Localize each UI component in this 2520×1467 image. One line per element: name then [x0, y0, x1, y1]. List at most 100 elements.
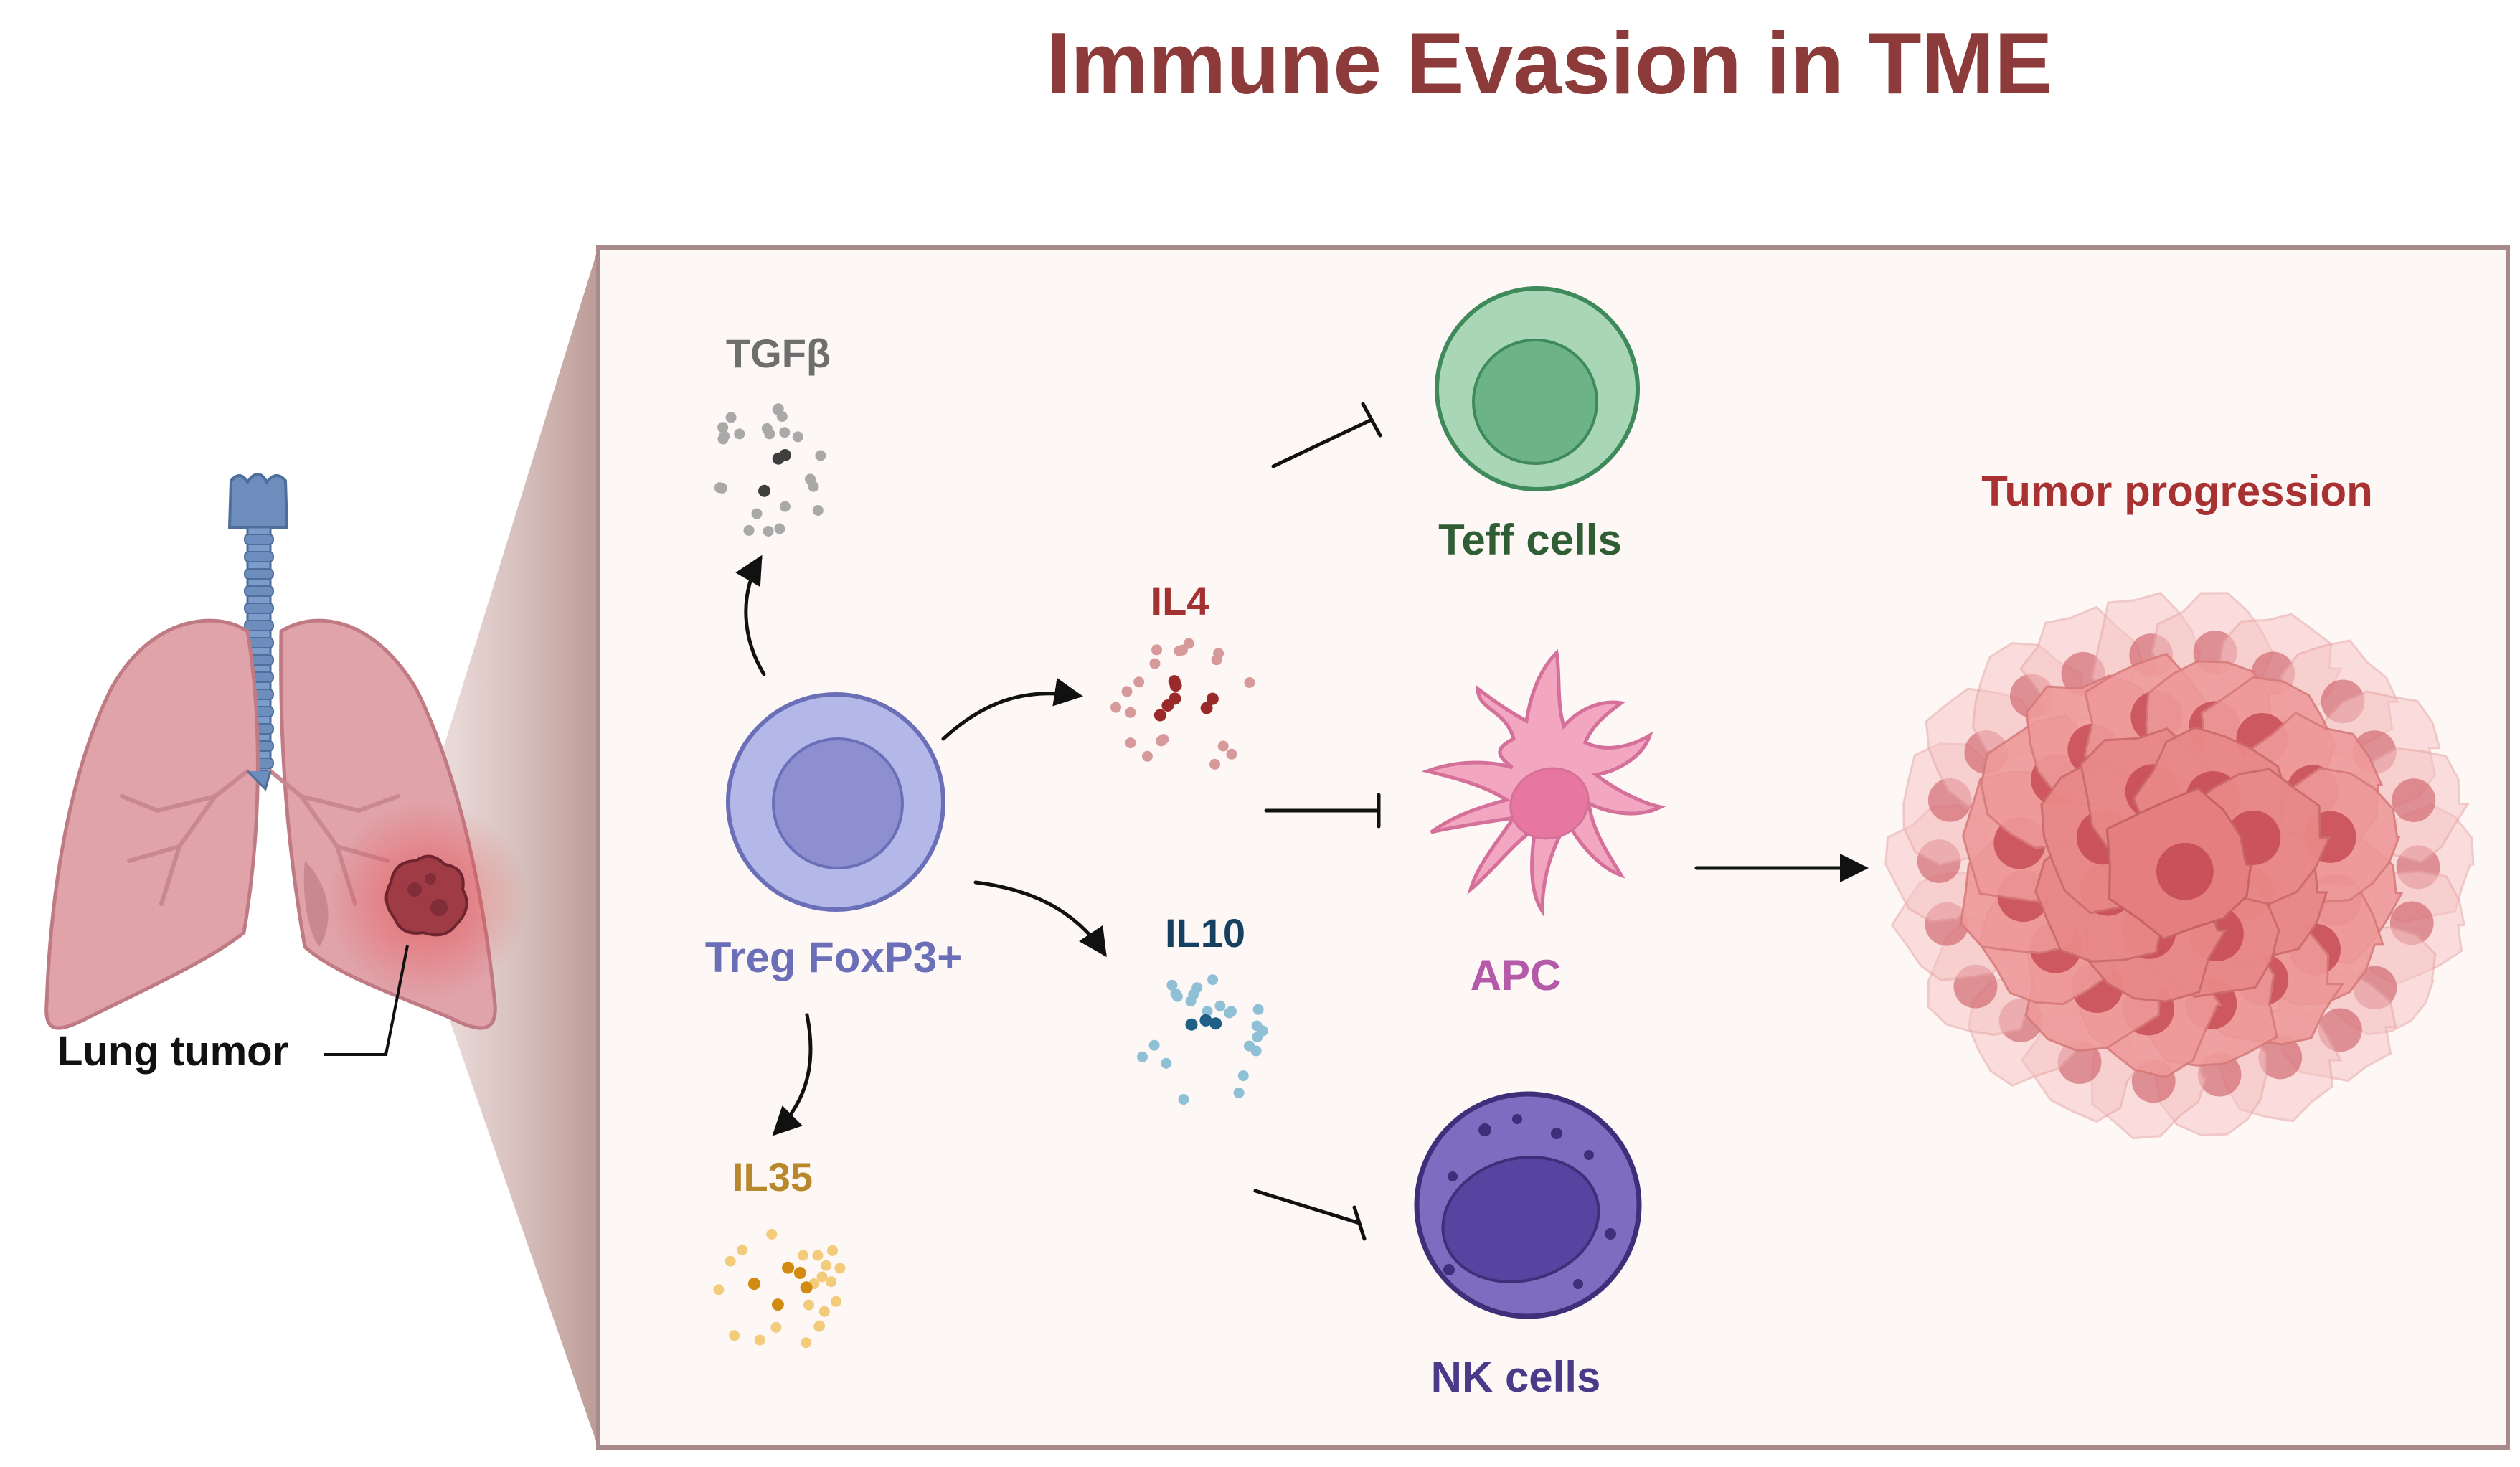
page-title: Immune Evasion in TME: [1046, 14, 2053, 112]
cytokine-dot: [792, 431, 803, 443]
cytokine-dot: [803, 1299, 814, 1311]
cytokine-dot: [1226, 1006, 1237, 1017]
apc-label: APC: [1470, 951, 1562, 999]
cytokine-dot: [1202, 1006, 1213, 1017]
cytokine-dot: [751, 508, 763, 519]
cytokine-dot: [717, 482, 727, 494]
tgfb-dot-cluster: [714, 403, 826, 537]
cytokine-dot: [1161, 1057, 1172, 1069]
cytokine-dot: [818, 1306, 830, 1317]
cytokine-dot: [1206, 692, 1219, 705]
cytokine-dot: [1161, 699, 1174, 712]
il10-dot-cluster: [1137, 974, 1268, 1105]
cytokine-dot: [779, 427, 791, 438]
cytokine-dot: [737, 1245, 748, 1256]
il35-dot-cluster: [713, 1228, 846, 1349]
cytokine-dot: [1153, 709, 1166, 722]
cytokine-dot: [1148, 1039, 1160, 1051]
cytokine-dot: [826, 1276, 837, 1288]
cytokine-dot: [1121, 686, 1133, 697]
cytokine-dot: [1171, 991, 1183, 1002]
inhibit-nk: [1253, 1189, 1367, 1241]
cytokine-dot: [1191, 982, 1203, 994]
cytokine-dot: [754, 1334, 765, 1346]
cytokine-dot: [1200, 702, 1213, 714]
il35-label: IL35: [732, 1154, 813, 1199]
cytokine-dot: [764, 428, 775, 440]
il10-label: IL10: [1164, 910, 1246, 956]
cytokine-dot: [1185, 996, 1197, 1007]
cytokine-dot: [1209, 1017, 1222, 1030]
cytokine-dot: [766, 1228, 778, 1240]
treg-cell: [726, 692, 945, 912]
inhibition-lines: [1253, 402, 1382, 1241]
il4-label: IL4: [1151, 578, 1209, 623]
cytokine-dot: [1217, 740, 1229, 752]
cytokine-dot: [734, 428, 745, 440]
cytokine-dot: [782, 1261, 795, 1274]
cytokine-dot: [1237, 1070, 1249, 1082]
cytokine-dot: [1209, 758, 1220, 770]
cytokine-dot: [1133, 676, 1145, 688]
cytokine-dot: [1213, 648, 1224, 659]
cytokine-dot: [793, 1267, 806, 1279]
cytokine-dot: [1233, 1087, 1245, 1098]
cytokine-dot: [815, 450, 826, 461]
cytokine-dot: [1257, 1025, 1268, 1037]
cytokine-dot: [816, 1271, 828, 1283]
tgfb-label: TGFβ: [725, 331, 831, 376]
inhibit-apc: [1264, 793, 1381, 829]
left-lung: [44, 618, 260, 1030]
nk-cell: [1414, 1091, 1642, 1319]
arrow-treg-to-il35: [772, 1013, 813, 1136]
lung-tumor: [384, 854, 468, 937]
cytokine-dot: [1125, 737, 1136, 749]
cytokine-dot: [1199, 1014, 1212, 1027]
trachea-ring: [244, 620, 274, 631]
apc-cell: [1421, 648, 1666, 918]
trachea-ring: [244, 534, 274, 545]
cytokine-dot: [1252, 1004, 1264, 1015]
cytokine-dot: [812, 1250, 824, 1261]
cytokine-dot: [747, 1278, 760, 1291]
cytokine-dot: [719, 430, 730, 442]
cytokine-dot: [778, 449, 791, 461]
tumor-cell-nucleus: [2392, 778, 2436, 822]
cytokine-dot: [827, 1245, 838, 1256]
trachea-ring: [244, 585, 274, 597]
cytokine-dot: [713, 1284, 725, 1296]
cytokine-dot: [758, 484, 770, 497]
cytokine-dot: [774, 523, 785, 534]
cytokine-dot: [814, 1320, 825, 1331]
arrow-treg-to-il10: [973, 880, 1107, 958]
cytokine-dot: [717, 422, 729, 433]
trachea-ring: [244, 551, 274, 562]
lungs-illustration: [44, 473, 527, 1056]
trachea-rings: [244, 534, 274, 769]
cytokine-dot: [1244, 677, 1255, 688]
teff-label: Teff cells: [1438, 516, 1622, 564]
tumor-callout-line: [324, 945, 409, 1056]
cytokine-dot: [1185, 1018, 1198, 1031]
trachea-ring: [244, 603, 274, 614]
cytokine-dot: [1168, 675, 1181, 688]
tumor-cell-nucleus: [2258, 1035, 2303, 1080]
cytokine-dot: [1177, 644, 1188, 656]
cytokine-dot: [773, 403, 784, 415]
cytokine-dot: [1244, 1040, 1255, 1052]
cytokine-dot: [1214, 1000, 1226, 1011]
cytokine-dot: [763, 526, 774, 537]
il4-dot-cluster: [1110, 638, 1255, 770]
nk-label: NK cells: [1430, 1353, 1601, 1401]
arrows: [735, 555, 1869, 1136]
cytokine-dot: [725, 412, 737, 423]
cytokine-dot: [729, 1330, 740, 1341]
trachea-ring: [244, 568, 274, 580]
cytokine-dot: [1226, 748, 1237, 760]
teff-cell: [1435, 286, 1640, 491]
cytokine-dot: [1207, 974, 1219, 986]
cytokine-dot: [808, 481, 819, 492]
cytokine-dot: [800, 1281, 813, 1294]
cytokine-dot: [725, 1255, 736, 1267]
